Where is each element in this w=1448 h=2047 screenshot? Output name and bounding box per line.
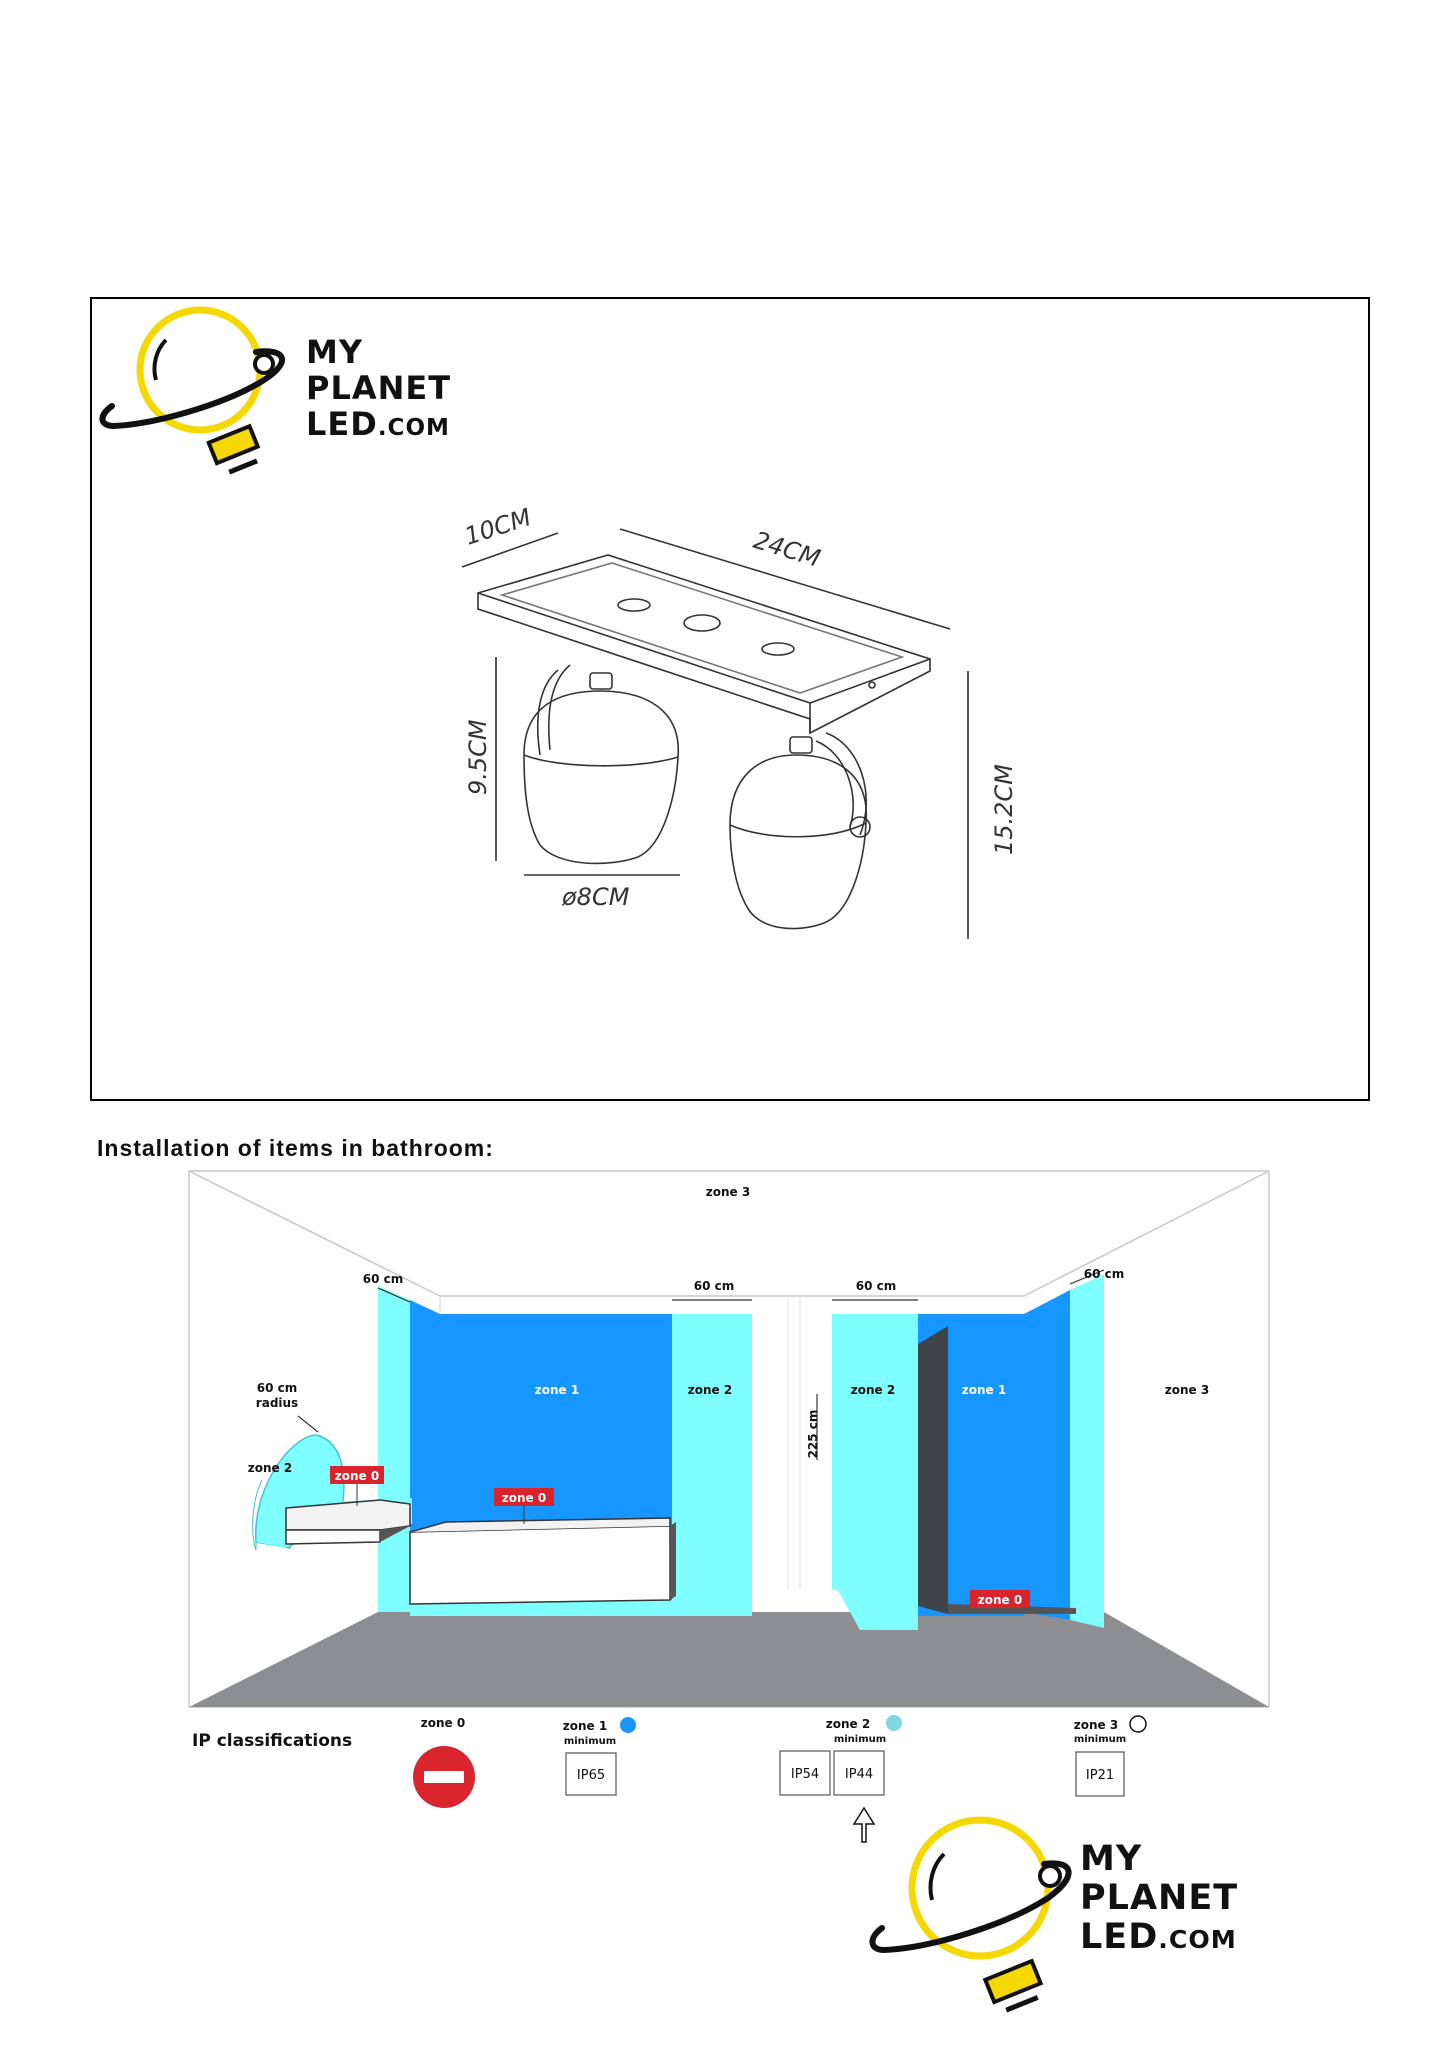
right-60cm-label: 60 cm [1084,1267,1125,1281]
logo-line-planet: PLANET [1080,1878,1239,1918]
ip-code-ip54: IP54 [791,1767,819,1782]
zone1-shower-label: zone 1 [962,1383,1006,1397]
ip-zone2-min: minimum [834,1734,886,1745]
dim-total-height-label: 15.2CM [990,764,1018,855]
dim-diameter-label: ø8CM [561,883,630,911]
ip-code-ip21: IP21 [1086,1768,1114,1783]
brand-logo-top: MY PLANET LED.COM [96,300,476,490]
ip-zone1-label: zone 1 [563,1719,607,1733]
ip-code-ip65: IP65 [577,1768,605,1783]
radius-word-label: radius [256,1396,298,1410]
zone3-right-label: zone 3 [1165,1383,1209,1397]
zone2-right-strip [1070,1274,1104,1628]
zone2-color-dot [886,1715,902,1731]
base-plate [477,554,931,735]
ip-classifications-title: IP classifications [192,1731,352,1751]
zone0-sink-badge: zone 0 [330,1466,384,1506]
height-225cm-label: 225 cm [806,1410,820,1459]
brand-logo-bottom: MY PLANET LED.COM [868,1806,1268,2036]
svg-text:zone 0: zone 0 [502,1491,546,1505]
planet-bulb-icon [99,306,285,475]
dim-depth-line [461,532,559,568]
ip-code-ip44: IP44 [845,1767,873,1782]
zone1-color-dot [620,1717,636,1733]
planet-bulb-icon [869,1816,1072,2013]
zone2-shower-label: zone 2 [851,1383,895,1397]
zone2-sink-label: zone 2 [248,1461,292,1475]
zone2-shower-area [832,1314,918,1630]
zone3-color-dot [1129,1715,1147,1733]
bathtub [409,1525,671,1605]
no-entry-icon [413,1746,475,1808]
bath-60cm-label: 60 cm [694,1279,735,1293]
logo-line-led: LED [1080,1917,1159,1957]
ip-zone3-min: minimum [1074,1734,1126,1745]
zone0-shower-badge: zone 0 [970,1590,1030,1608]
left-shade [523,690,679,865]
product-drawing-frame [90,297,1370,1101]
shower-panel [918,1326,948,1614]
radius-60cm-label: 60 cm [257,1381,298,1395]
dim-shade-height-label: 9.5CM [464,719,492,795]
svg-text:zone 0: zone 0 [978,1593,1022,1607]
logo-line-com: .COM [377,415,450,441]
logo-wordmark: MY PLANET LED.COM [1080,1842,1238,1955]
left-60cm-label: 60 cm [363,1272,404,1286]
logo-line-my: MY [306,333,364,371]
zone2-bath-area [672,1314,752,1616]
zone2-bath-label: zone 2 [688,1383,732,1397]
ip-zone0-label: zone 0 [421,1716,465,1730]
up-arrow-icon [852,1806,876,1843]
zone1-bath-label: zone 1 [535,1383,579,1397]
logo-line-led: LED [306,405,378,443]
logo-line-planet: PLANET [306,369,452,407]
floor [189,1612,1269,1707]
logo-line-my: MY [1080,1839,1143,1879]
svg-text:zone 0: zone 0 [335,1469,379,1483]
right-shade [729,754,868,930]
dim-length-line [619,528,951,630]
logo-line-com: .COM [1158,1925,1237,1954]
ip-zone1-min: minimum [564,1736,616,1747]
zone0-bath-badge: zone 0 [494,1488,554,1524]
shower-60cm-label: 60 cm [856,1279,897,1293]
ip-zone2-label: zone 2 [826,1717,870,1731]
right-arm [825,732,868,836]
zone2-left-strip [378,1286,410,1612]
left-arm [537,669,559,756]
logo-wordmark: MY PLANET LED.COM [306,336,451,440]
product-drawing: 10CM 24CM 9.5CM ø8CM 15.2CM [461,505,1018,939]
zone3-top-label: zone 3 [706,1185,750,1199]
section-heading: Installation of items in bathroom: [97,1135,494,1161]
ip-zone3-label: zone 3 [1074,1718,1118,1732]
